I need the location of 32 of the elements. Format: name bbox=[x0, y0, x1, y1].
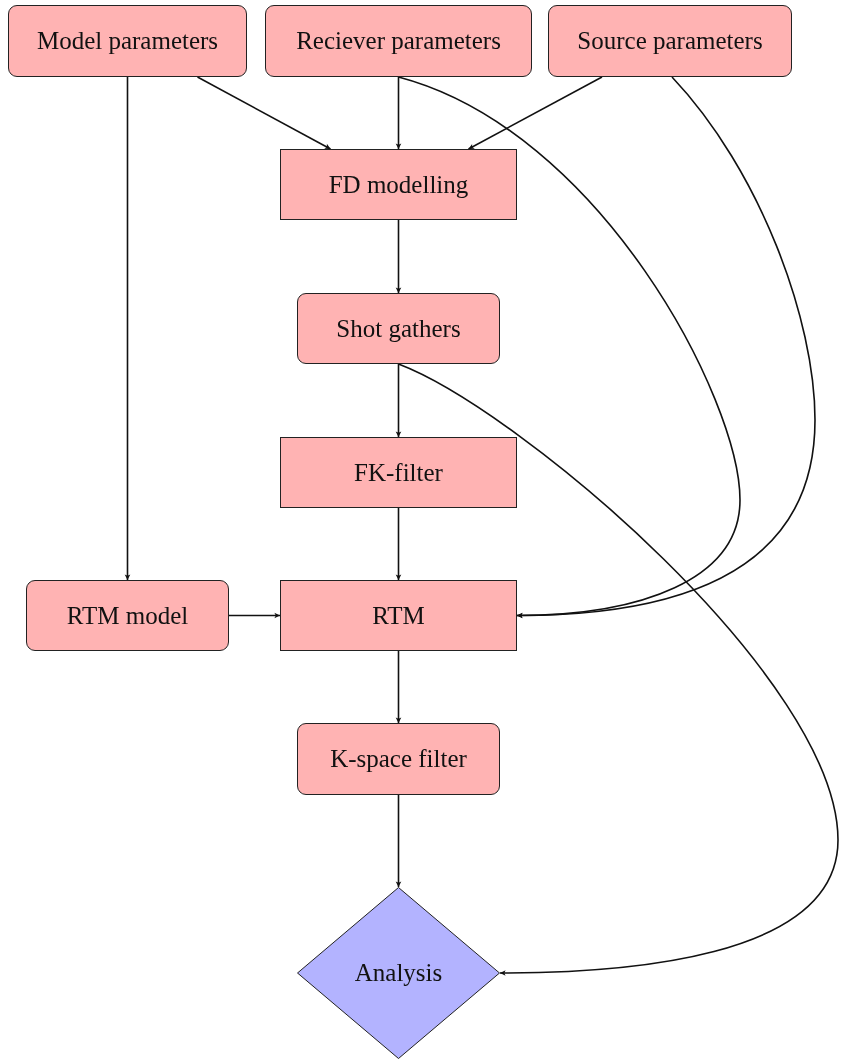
arrow bbox=[228, 612, 281, 619]
process-box bbox=[265, 5, 532, 77]
process-box bbox=[297, 293, 500, 364]
arrow bbox=[395, 76, 402, 150]
box-label: RTM model bbox=[66, 601, 189, 630]
decision-diamond bbox=[297, 887, 500, 1059]
arrow bbox=[395, 219, 402, 294]
arrow bbox=[397, 363, 839, 976]
process-box bbox=[280, 437, 517, 508]
box-label: RTM bbox=[372, 601, 425, 630]
box-label: FK-filter bbox=[354, 458, 443, 487]
process-box bbox=[280, 580, 517, 651]
box-label: Source parameters bbox=[577, 27, 763, 55]
arrow bbox=[395, 794, 402, 888]
box-label: FD modelling bbox=[328, 170, 469, 199]
process-box bbox=[297, 723, 500, 795]
process-box bbox=[280, 149, 517, 220]
box-label: Model parameters bbox=[36, 27, 219, 55]
box-label: Reciever parameters bbox=[296, 27, 501, 55]
arrow bbox=[124, 76, 131, 581]
process-box bbox=[548, 5, 792, 77]
process-box bbox=[26, 580, 229, 651]
arrow bbox=[395, 650, 402, 724]
arrow bbox=[395, 507, 402, 581]
arrow bbox=[516, 76, 816, 619]
box-label: Shot gathers bbox=[336, 314, 461, 343]
arrow bbox=[196, 76, 332, 150]
box-label: Analysis bbox=[354, 959, 443, 987]
box-label: K-space filter bbox=[330, 745, 467, 773]
process-box bbox=[8, 5, 247, 77]
arrow bbox=[395, 363, 402, 438]
arrow bbox=[467, 76, 603, 150]
